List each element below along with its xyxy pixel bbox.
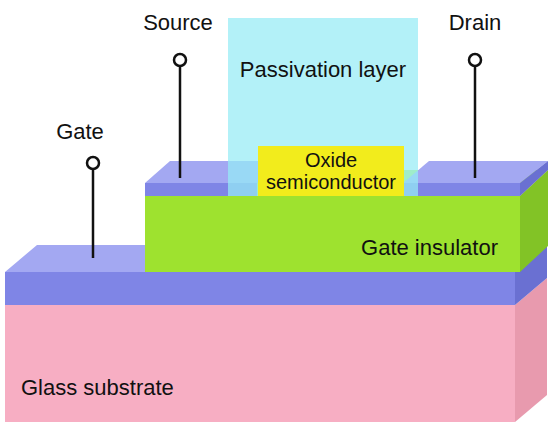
drain-electrode-side xyxy=(520,161,548,196)
layer-name: Gate insulator xyxy=(361,236,498,260)
terminal-label: Drain xyxy=(449,10,502,35)
layer-name: Passivation layer xyxy=(240,58,406,82)
terminal-label: Gate xyxy=(56,119,104,144)
gate-terminal xyxy=(87,157,99,169)
drain-electrode-front xyxy=(403,183,520,196)
layer-name: Oxide semiconductor xyxy=(262,149,400,193)
gate-insulator: Gate insulator xyxy=(145,196,520,272)
gate-wire xyxy=(92,169,95,258)
source-wire xyxy=(179,66,182,178)
terminal-label: Source xyxy=(143,10,213,35)
glass-substrate: Glass substrate xyxy=(5,305,515,422)
source-terminal xyxy=(174,54,186,66)
drain-wire xyxy=(474,66,477,178)
layer-name: Glass substrate xyxy=(21,376,174,400)
drain-terminal xyxy=(469,54,481,66)
oxide-semiconductor: Oxide semiconductor xyxy=(258,146,404,196)
gate-front-face xyxy=(5,272,515,305)
